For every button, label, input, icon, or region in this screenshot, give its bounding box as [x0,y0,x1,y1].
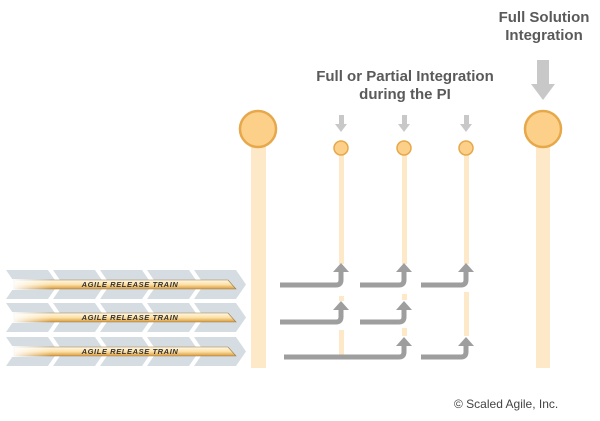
arrow-heads [333,263,474,346]
full-solution-line2: Integration [505,27,583,44]
full-solution-circle [523,109,563,149]
integration-arrow [360,270,407,288]
full-solution-milestone [523,60,563,368]
partial-line1: Full or Partial Integration [316,68,494,85]
train-label: AGILE RELEASE TRAIN [81,347,179,356]
integration-arrow [284,344,407,360]
agile-release-train: AGILE RELEASE TRAIN [6,337,246,366]
train-fade [10,312,240,323]
small-down-arrow-icon [398,115,410,132]
agile-release-trains: AGILE RELEASE TRAIN AGILE RELEASE TRAIN AG… [6,270,246,366]
arrow-head-icon [458,337,474,346]
integration-arrow [280,308,344,325]
copyright: © Scaled Agile, Inc. [454,397,559,411]
agile-release-train: AGILE RELEASE TRAIN [6,270,246,299]
train-fade [10,279,240,290]
small-down-arrow-icon [460,115,472,132]
small-down-arrow-icon [335,115,347,132]
train-label: AGILE RELEASE TRAIN [81,280,179,289]
arrow-head-icon [396,301,412,310]
arrow-head-icon [396,263,412,272]
integration-arrow [421,270,469,288]
pi-start-milestone [238,109,278,368]
sync-point-1 [333,115,349,355]
full-solution-line1: Full Solution [498,9,590,26]
arrow-head-icon [333,263,349,272]
full-solution-stem [536,140,550,368]
pi-start-stem [251,140,266,368]
integration-arrow [421,344,469,360]
arrow-head-icon [396,337,412,346]
sync-point-3 [458,115,474,336]
pi-start-circle [238,109,278,149]
arrow-head-icon [458,263,474,272]
agile-release-train: AGILE RELEASE TRAIN [6,303,246,332]
full-solution-integration-label: Full Solution Integration [488,9,600,45]
train-fade [10,346,240,357]
integration-arrow [280,270,344,288]
train-label: AGILE RELEASE TRAIN [81,313,179,322]
integration-arrow [360,308,407,325]
sync-point-2 [396,115,412,336]
partial-integration-label: Full or Partial Integration during the P… [290,68,520,104]
down-arrow-icon [531,60,555,100]
arrow-head-icon [333,301,349,310]
partial-line2: during the PI [359,86,451,103]
integration-arrows [280,270,469,360]
